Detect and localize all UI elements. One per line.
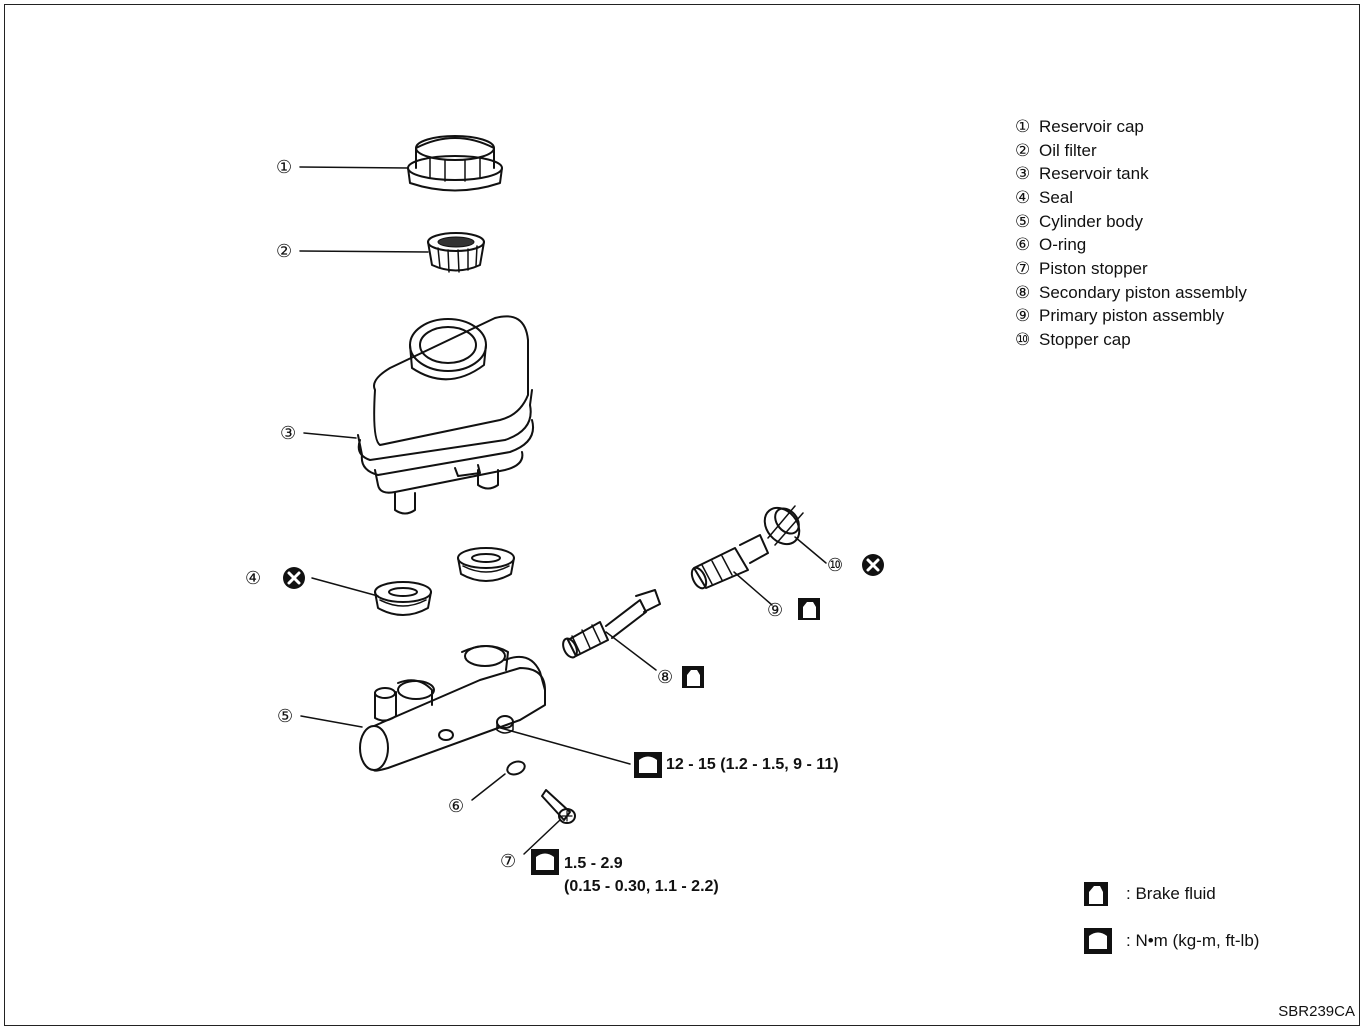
- legend-number: ⑨: [1015, 306, 1031, 326]
- callout-5: ⑤: [277, 706, 294, 726]
- torque-wrench-icon: [531, 849, 559, 875]
- legend-label: Stopper cap: [1039, 330, 1131, 350]
- piston-stopper-part: [541, 789, 576, 824]
- callout-1: ①: [276, 157, 293, 177]
- legend-item: ④ Seal: [1015, 186, 1247, 210]
- parts-legend: ① Reservoir cap ② Oil filter ③ Reservoir ta…: [1015, 115, 1247, 352]
- brake-fluid-can-icon: [682, 666, 704, 688]
- legend-label: Oil filter: [1039, 140, 1097, 160]
- body-bolt-torque-spec: 12 - 15 (1.2 - 1.5, 9 - 11): [666, 756, 839, 773]
- legend-number: ⑩: [1015, 330, 1031, 350]
- callout-6: ⑥: [448, 796, 465, 816]
- legend-item: ⑧ Secondary piston assembly: [1015, 281, 1247, 305]
- figure-frame: [4, 4, 1360, 1026]
- legend-item: ⑩ Stopper cap: [1015, 328, 1247, 352]
- callout-4: ④: [245, 568, 262, 588]
- x-circle-icon: [283, 567, 305, 589]
- figure-code: SBR239CA: [1278, 1003, 1355, 1020]
- legend-label: O-ring: [1039, 235, 1087, 255]
- cylinder-body-part: [359, 645, 546, 772]
- o-ring-part: [506, 760, 526, 776]
- legend-number: ⑧: [1015, 282, 1031, 302]
- torque-wrench-icon: [1084, 928, 1112, 954]
- brake-fluid-key-label: : Brake fluid: [1126, 884, 1216, 903]
- legend-item: ② Oil filter: [1015, 139, 1247, 163]
- legend-label: Seal: [1039, 187, 1074, 207]
- legend-label: Reservoir cap: [1039, 116, 1144, 136]
- legend-label: Primary piston assembly: [1039, 306, 1225, 326]
- callout-3: ③: [280, 423, 297, 443]
- reservoir-cap-part: [407, 135, 503, 192]
- callout-7: ⑦: [500, 851, 517, 871]
- callout-10: ⑩: [827, 555, 844, 575]
- x-circle-icon: [862, 554, 884, 576]
- legend-label: Piston stopper: [1039, 258, 1148, 278]
- legend-number: ②: [1015, 140, 1031, 160]
- brake-fluid-can-icon: [798, 598, 820, 620]
- secondary-piston-part: [562, 589, 661, 659]
- legend-number: ③: [1015, 164, 1031, 184]
- legend-label: Secondary piston assembly: [1039, 282, 1247, 302]
- stopper-torque-spec-line1: 1.5 - 2.9: [564, 855, 623, 872]
- torque-units-key-label: : N•m (kg-m, ft-lb): [1126, 931, 1260, 950]
- callout-2: ②: [276, 241, 293, 261]
- seal-part-left: [374, 581, 432, 616]
- stopper-cap-part: [763, 505, 804, 546]
- legend-item: ⑨ Primary piston assembly: [1015, 305, 1247, 329]
- reservoir-tank-part: [357, 315, 534, 515]
- legend-label: Cylinder body: [1039, 211, 1143, 231]
- legend-number: ⑤: [1015, 211, 1031, 231]
- legend-item: ① Reservoir cap: [1015, 115, 1247, 139]
- legend-number: ①: [1015, 116, 1031, 136]
- brake-fluid-can-icon: [1084, 882, 1108, 906]
- callout-8: ⑧: [657, 667, 674, 687]
- stopper-torque-spec-line2: (0.15 - 0.30, 1.1 - 2.2): [564, 878, 719, 895]
- torque-wrench-icon: [634, 752, 662, 778]
- legend-number: ④: [1015, 187, 1031, 207]
- oil-filter-part: [427, 232, 485, 273]
- leader-lines: [299, 166, 827, 855]
- callout-9: ⑨: [767, 600, 784, 620]
- legend-item: ⑤ Cylinder body: [1015, 210, 1247, 234]
- seal-part-right: [457, 547, 515, 582]
- legend-number: ⑥: [1015, 235, 1031, 255]
- legend-label: Reservoir tank: [1039, 164, 1149, 184]
- legend-item: ③ Reservoir tank: [1015, 162, 1247, 186]
- primary-piston-part: [690, 534, 769, 590]
- legend-number: ⑦: [1015, 258, 1031, 278]
- legend-item: ⑥ O-ring: [1015, 233, 1247, 257]
- legend-item: ⑦ Piston stopper: [1015, 257, 1247, 281]
